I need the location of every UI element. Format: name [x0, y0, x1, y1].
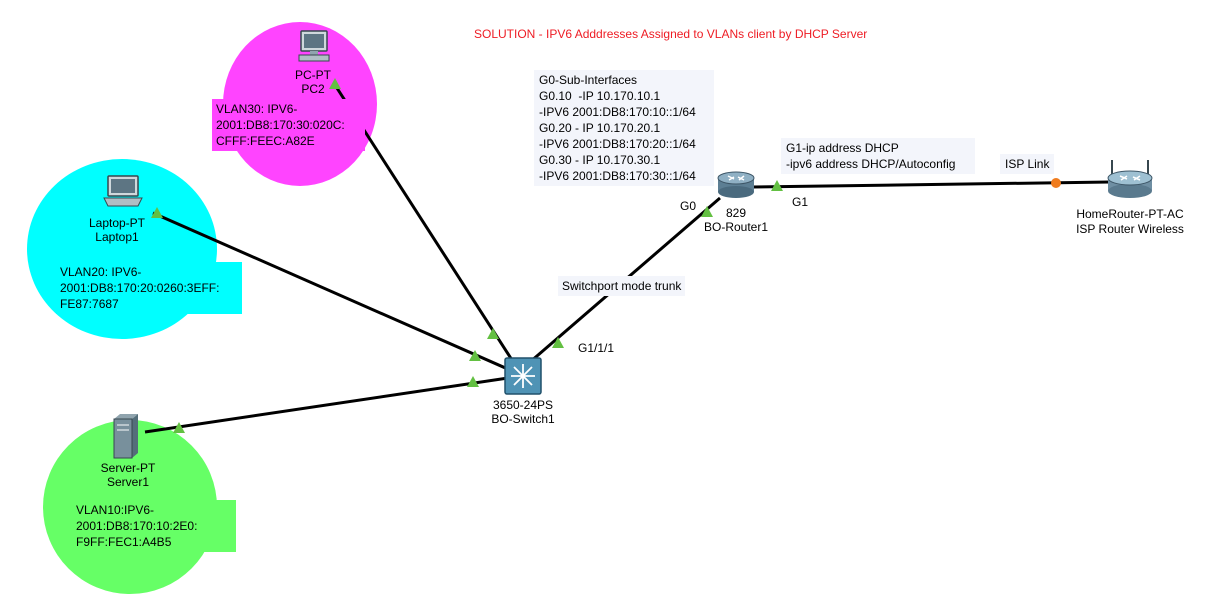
- isp-router-name-label: ISP Router Wireless: [1076, 222, 1184, 236]
- port-label-g0: G0: [680, 199, 697, 213]
- vlan20-note: VLAN20: IPV6- 2001:DB8:170:20:0260:3EFF:…: [56, 262, 242, 314]
- link-laptop-switch[interactable]: [152, 211, 511, 372]
- pc2-type-label: PC-PT: [295, 68, 331, 82]
- multilayer-switch-icon[interactable]: [504, 357, 542, 395]
- vlan20-note-line: VLAN20: IPV6-: [60, 265, 142, 279]
- vlan20-note-line: 2001:DB8:170:20:0260:3EFF:: [60, 281, 220, 295]
- port-switch-server-up: [467, 376, 479, 387]
- vlan10-note: VLAN10:IPV6- 2001:DB8:170:10:2E0: F9FF:F…: [72, 500, 236, 552]
- port-label-g111: G1/1/1: [578, 341, 615, 355]
- vlan20-note-line: FE87:7687: [60, 297, 119, 311]
- router-note-line: -IPV6 2001:DB8:170:30::1/64: [539, 169, 696, 183]
- link-server-switch[interactable]: [144, 376, 509, 434]
- g1-note-line: G1-ip address DHCP: [786, 141, 899, 155]
- port-switch-laptop-up: [469, 350, 481, 361]
- router-note-line: G0-Sub-Interfaces: [539, 73, 638, 87]
- port-router-g1-up: [771, 180, 783, 191]
- port-pc2-up: [329, 78, 341, 89]
- isp-link-label: ISP Link: [1005, 157, 1050, 171]
- vlan30-note-line: VLAN30: IPV6-: [216, 102, 298, 116]
- port-server-up: [173, 422, 185, 433]
- link-router-isp[interactable]: [751, 180, 1111, 189]
- diagram-title: SOLUTION - IPV6 Adddresses Assigned to V…: [474, 27, 868, 41]
- vlan30-note: VLAN30: IPV6- 2001:DB8:170:30:020C: CFFF…: [212, 99, 365, 151]
- g1-dhcp-note: G1-ip address DHCP -ipv6 address DHCP/Au…: [781, 138, 975, 174]
- router-icon[interactable]: [716, 170, 756, 200]
- port-switch-g111-up: [552, 337, 564, 348]
- switch1-name-label: BO-Switch1: [491, 412, 555, 426]
- pc2-name-label: PC2: [301, 82, 325, 96]
- vlan30-note-line: CFFF:FEEC:A82E: [216, 134, 315, 148]
- server1-type-label: Server-PT: [100, 461, 156, 475]
- port-label-g1: G1: [792, 195, 809, 209]
- laptop1-type-label: Laptop-PT: [88, 216, 146, 230]
- laptop-icon[interactable]: [101, 175, 145, 211]
- router-note-line: G0.10 -IP 10.170.10.1: [539, 89, 661, 103]
- vlan30-note-line: 2001:DB8:170:30:020C:: [216, 118, 345, 132]
- router-subinterface-note: G0-Sub-Interfaces G0.10 -IP 10.170.10.1 …: [534, 70, 714, 186]
- wireless-router-icon[interactable]: [1104, 158, 1156, 200]
- pc-icon[interactable]: [296, 30, 330, 64]
- port-isp-link: [1051, 178, 1061, 188]
- vlan10-note-line: 2001:DB8:170:10:2E0:: [76, 519, 198, 533]
- router-note-line: -IPV6 2001:DB8:170:10::1/64: [539, 105, 696, 119]
- router-note-line: G0.30 - IP 10.170.30.1: [539, 153, 661, 167]
- vlan10-note-line: VLAN10:IPV6-: [76, 503, 155, 517]
- trunk-note: Switchport mode trunk: [558, 276, 686, 296]
- port-laptop-up: [151, 207, 163, 218]
- switch1-type-label: 3650-24PS: [492, 398, 554, 412]
- vlan10-note-line: F9FF:FEC1:A4B5: [76, 535, 172, 549]
- port-router-g0-up: [701, 206, 713, 217]
- router1-name-label: BO-Router1: [703, 220, 769, 234]
- server-icon[interactable]: [110, 413, 142, 459]
- router-note-line: G0.20 - IP 10.170.20.1: [539, 121, 661, 135]
- server1-name-label: Server1: [106, 475, 150, 489]
- laptop1-name-label: Laptop1: [95, 230, 139, 244]
- isp-link-note: ISP Link: [1000, 154, 1055, 174]
- router-note-line: -IPV6 2001:DB8:170:20::1/64: [539, 137, 696, 151]
- g1-note-line: -ipv6 address DHCP/Autoconfig: [786, 157, 956, 171]
- router1-type-label: 829: [725, 206, 747, 220]
- trunk-label: Switchport mode trunk: [562, 279, 682, 293]
- port-switch-pc2-up: [487, 328, 499, 339]
- isp-router-type-label: HomeRouter-PT-AC: [1076, 207, 1184, 221]
